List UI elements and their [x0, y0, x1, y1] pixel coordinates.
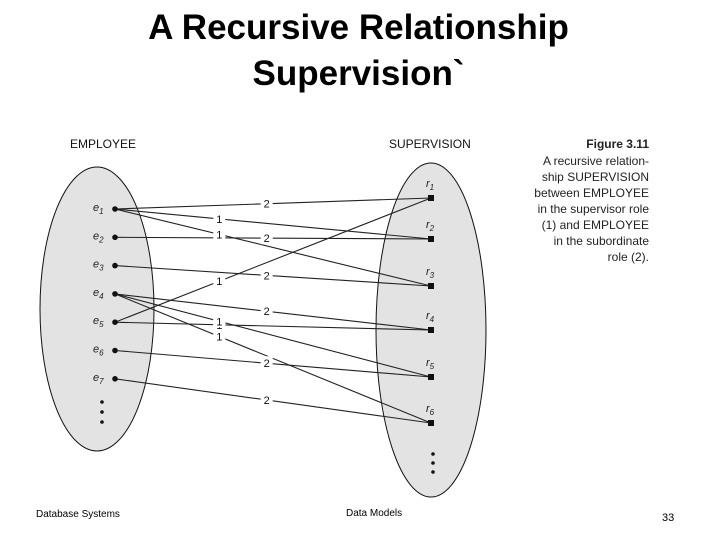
role-label: 1	[216, 229, 222, 241]
connection-line	[114, 197, 432, 323]
role-label-bg	[213, 329, 226, 343]
supervision-node	[428, 420, 434, 426]
role-label-bg	[213, 314, 226, 328]
supervision-label: r6	[426, 403, 435, 417]
role-label-bg	[260, 356, 273, 370]
connection-line	[114, 321, 432, 331]
supervision-label: r4	[426, 310, 435, 324]
role-label-bg	[213, 211, 226, 225]
caption-line: between EMPLOYEE	[534, 186, 649, 200]
employee-label: e7	[93, 372, 104, 386]
connection-line	[114, 293, 432, 331]
caption-title: Figure 3.11	[586, 137, 649, 151]
figure-caption: Figure 3.11 A recursive relation- ship S…	[534, 137, 649, 264]
connection-line	[114, 265, 432, 287]
role-label: 2	[264, 358, 270, 370]
employee-node	[112, 291, 118, 297]
employee-node	[112, 347, 118, 354]
employee-set-label: EMPLOYEE	[70, 137, 136, 151]
role-label: 2	[264, 270, 270, 282]
role-label: 2	[264, 395, 270, 407]
employee-label: e3	[93, 259, 104, 273]
role-label: 1	[216, 214, 222, 226]
employee-label: e5	[93, 315, 104, 329]
role-label-bg	[260, 231, 273, 245]
employee-node	[112, 234, 118, 241]
employee-node	[112, 319, 118, 326]
role-label-bg	[260, 304, 273, 318]
employee-node	[112, 262, 118, 269]
supervision-set-label: SUPERVISION	[389, 137, 471, 151]
caption-line: (1) and EMPLOYEE	[542, 218, 649, 232]
supervision-node	[428, 236, 434, 242]
connection-line	[114, 293, 432, 424]
supervision-label: r3	[426, 266, 435, 280]
employee-label: e4	[93, 287, 104, 301]
role-label: 2	[264, 199, 270, 211]
caption-line: role (2).	[608, 250, 649, 264]
role-label-bg	[213, 227, 226, 241]
supervision-label: r2	[426, 219, 435, 233]
supervision-label: r5	[426, 357, 435, 371]
employee-label: e2	[93, 230, 104, 244]
caption-line: ship SUPERVISION	[542, 170, 649, 184]
connection-line	[114, 236, 432, 240]
role-labels: 212121212121	[213, 196, 273, 407]
role-label: 2	[264, 306, 270, 318]
employee-ellipsis	[100, 400, 104, 424]
role-label-bg	[213, 274, 226, 288]
connection-line	[114, 378, 432, 424]
caption-line: in the supervisor role	[538, 202, 650, 216]
connection-line	[114, 197, 432, 210]
employee-label: e6	[93, 344, 104, 358]
supervision-label: r1	[426, 178, 434, 192]
employee-node	[112, 206, 118, 212]
supervision-node	[428, 195, 434, 201]
instance-nodes: e1 e2 e3 e4 e5 e6 e7 r1 r2 r3 r4 r5 r6	[93, 178, 435, 426]
connection-line	[114, 293, 432, 378]
role-label: 2	[264, 233, 270, 245]
supervision-ellipsis	[431, 452, 435, 474]
employee-node	[112, 376, 118, 382]
supervision-node	[428, 327, 434, 333]
caption-line: A recursive relation-	[543, 154, 649, 168]
employee-label: e1	[93, 202, 104, 216]
footer-chapter-name: Data Models	[346, 508, 403, 519]
role-label: 1	[216, 276, 222, 288]
slide-title-line-1: A Recursive Relationship	[148, 8, 569, 47]
role-label: 1	[216, 332, 222, 344]
role-label-bg	[260, 393, 273, 407]
slide-title-line-2: Supervision`	[252, 54, 465, 93]
connection-lines	[114, 197, 432, 424]
connection-line	[114, 208, 432, 287]
connection-line	[114, 208, 432, 240]
page-number: 33	[662, 512, 675, 524]
role-label-bg	[260, 196, 273, 210]
role-label-bg	[260, 268, 273, 282]
connection-line	[114, 349, 432, 378]
role-label: 1	[216, 316, 222, 328]
supervision-node	[428, 374, 434, 380]
footer-course-name: Database Systems	[36, 509, 120, 520]
caption-line: in the subordinate	[554, 234, 650, 248]
supervision-node	[428, 283, 434, 289]
